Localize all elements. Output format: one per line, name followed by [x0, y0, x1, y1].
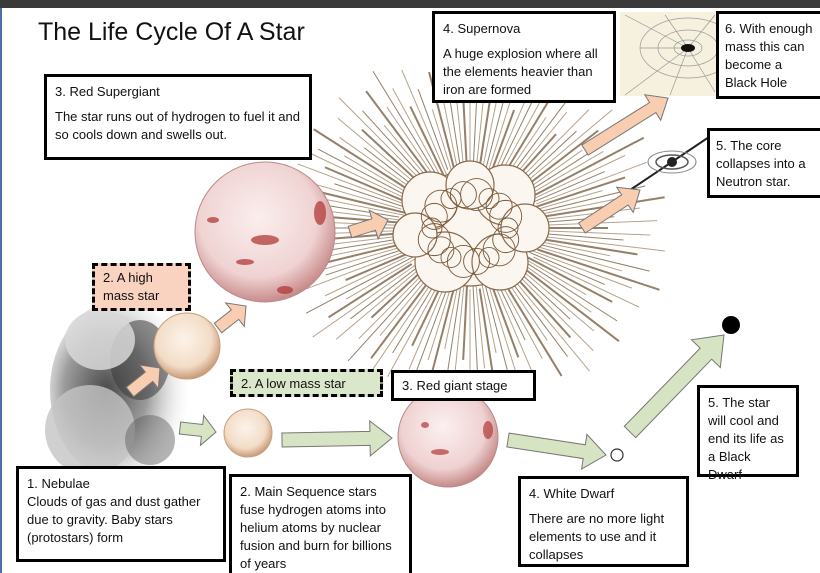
arrow-red-giant-to-white-dwarf [507, 433, 606, 469]
red-giant-label: 3. Red giant stage [391, 370, 536, 401]
neutron-star-label: 5. The core collapses into a Neutron sta… [707, 128, 820, 198]
nebulae-label: 1. Nebulae Clouds of gas and dust gather… [16, 466, 226, 562]
red-supergiant-heading: 3. Red Supergiant [55, 83, 301, 101]
black-dwarf-label: 5. The star will cool and end its life a… [697, 385, 799, 477]
high-mass-star [154, 313, 220, 379]
low-mass-star-label: 2. A low mass star [230, 369, 383, 397]
arrow-low-mass-to-red-giant [282, 421, 392, 456]
low-mass-star [224, 409, 272, 457]
arrow-high-mass-to-supergiant [214, 303, 246, 333]
red-supergiant-label: 3. Red Supergiant The star runs out of h… [44, 74, 312, 160]
main-sequence-label: 2. Main Sequence stars fuse hydrogen ato… [229, 474, 412, 573]
white-dwarf-label: 4. White Dwarf There are no more light e… [518, 476, 689, 567]
supernova-heading: 4. Supernova [443, 20, 605, 38]
white-dwarf-star [611, 449, 623, 461]
page-title: The Life Cycle Of A Star [38, 18, 305, 47]
supernova-label: 4. Supernova A huge explosion where all … [432, 11, 616, 103]
black-dwarf-star [722, 316, 740, 334]
nebulae-heading: 1. Nebulae [27, 475, 215, 493]
nebulae-text: Clouds of gas and dust gather due to gra… [27, 493, 215, 547]
black-hole-label: 6. With enough mass this can become a Bl… [716, 11, 820, 99]
supernova-text: A huge explosion where all the elements … [443, 45, 605, 99]
high-mass-star-label: 2. A high mass star [92, 263, 191, 311]
red-supergiant-star [195, 162, 335, 302]
neutron-star-image [630, 135, 712, 190]
red-supergiant-text: The star runs out of hydrogen to fuel it… [55, 108, 301, 144]
white-dwarf-heading: 4. White Dwarf [529, 485, 678, 503]
white-dwarf-text: There are no more light elements to use … [529, 510, 678, 564]
red-giant-star [398, 387, 498, 487]
